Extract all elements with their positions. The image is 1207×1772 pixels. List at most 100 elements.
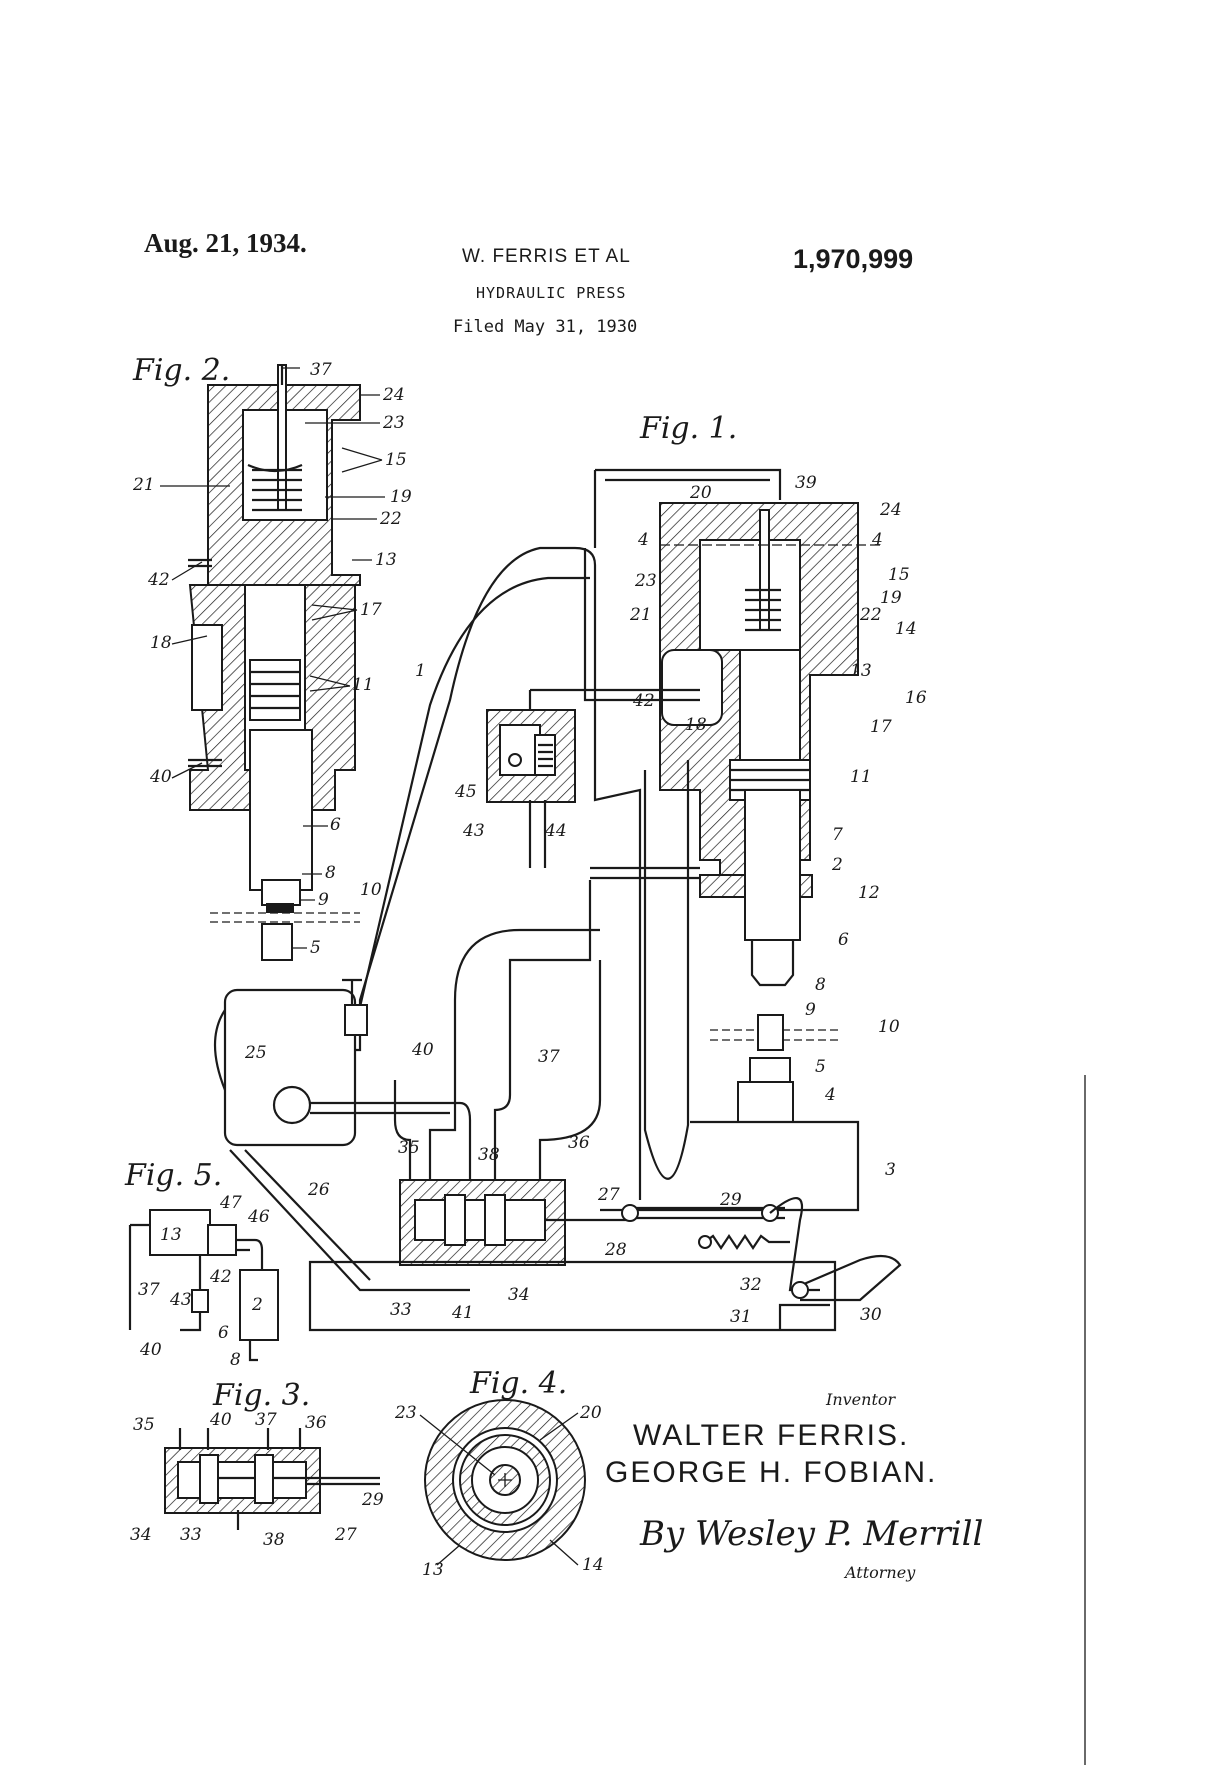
fig1-ref-6: 6 (838, 930, 849, 950)
fig2-ref-13: 13 (375, 550, 397, 570)
fig1-pipe-37 (493, 880, 592, 1180)
fig4-reference-numbers: 23 20 13 14 (394, 1403, 604, 1580)
fig4-ref-23: 23 (394, 1403, 417, 1423)
fig3-ref-40: 40 (209, 1410, 232, 1430)
fig1-column (643, 760, 690, 1180)
fig3-reference-numbers: 35 40 37 36 29 34 33 38 27 (130, 1410, 384, 1550)
fig1-ref-17: 17 (870, 717, 892, 737)
fig1-ref-24: 24 (879, 500, 902, 520)
fig1-pedal-30 (789, 1254, 902, 1302)
inventors-short: W. FERRIS ET AL (462, 246, 631, 267)
fig1-ref-44: 44 (544, 821, 567, 841)
fig2-ref-17: 17 (360, 600, 382, 620)
fig1-pipe-40 (393, 928, 600, 1180)
fig1-ref-4-section-right: 4 (871, 530, 883, 550)
fig1-ref-1: 1 (415, 661, 426, 681)
fig2-ref-24: 24 (382, 385, 405, 405)
fig1-valve-stem (759, 509, 770, 631)
fig1-ref-12: 12 (858, 883, 880, 903)
fig3-ref-37: 37 (255, 1410, 277, 1430)
fig1-ref-20: 20 (689, 483, 712, 503)
fig2-ref-40: 40 (149, 767, 172, 787)
fig2-reference-numbers: 37 24 23 15 21 19 22 42 13 17 18 11 40 6… (132, 360, 412, 958)
fig2-label: Fig. 2. (132, 353, 230, 388)
fig5-ref-40: 40 (139, 1340, 162, 1360)
fig2-ref-19: 19 (390, 487, 412, 507)
fig1-ref-40: 40 (411, 1040, 434, 1060)
fig1-ref-26: 26 (307, 1180, 330, 1200)
fig1-ref-13: 13 (850, 661, 872, 681)
fig3-ref-38: 38 (263, 1530, 285, 1550)
fig5-ref-42: 42 (209, 1267, 232, 1287)
fig1-ref-9: 9 (805, 1000, 816, 1020)
fig1-pipe-39 (595, 468, 782, 500)
fig5-ref-13: 13 (160, 1225, 182, 1245)
fig5-reference-numbers: 13 47 46 42 2 37 43 6 40 8 (138, 1193, 270, 1370)
fig5-valve-43 (191, 1289, 209, 1313)
fig1-ref-7: 7 (832, 825, 843, 845)
fig1-ref-14: 14 (895, 619, 917, 639)
fig3-ref-27: 27 (334, 1525, 357, 1545)
inventor-label: Inventor (825, 1390, 897, 1409)
fig1-pipe-36 (538, 960, 602, 1180)
fig2-stem (277, 364, 287, 511)
fig1-ref-4-section-left: 4 (637, 530, 649, 550)
fig1-ref-37: 37 (538, 1047, 560, 1067)
fig2-ref-23: 23 (382, 413, 405, 433)
fig1-ref-29: 29 (719, 1190, 742, 1210)
fig5-block-13 (149, 1209, 211, 1256)
fig2-ref-6: 6 (330, 815, 341, 835)
fig2-ref-9: 9 (318, 890, 329, 910)
fig1-ref-4: 4 (824, 1085, 836, 1105)
fig5-pipe-37 (128, 1223, 150, 1330)
fig1-ram (744, 789, 801, 941)
fig1-ref-43: 43 (462, 821, 485, 841)
fig5-ref-37: 37 (138, 1280, 160, 1300)
fig2-ref-37: 37 (310, 360, 332, 380)
fig2-ref-21: 21 (132, 475, 155, 495)
fig1-ref-21: 21 (629, 605, 652, 625)
fig1-ref-3: 3 (885, 1160, 896, 1180)
fig4-ref-13: 13 (422, 1560, 444, 1580)
figure-2: Fig. 2. 37 24 23 15 21 19 22 (132, 353, 412, 961)
fig2-ref-18: 18 (150, 633, 172, 653)
fig1-ref-27: 27 (597, 1185, 620, 1205)
patent-number: 1,970,999 (793, 244, 914, 274)
fig1-ref-10: 10 (878, 1017, 900, 1037)
fig3-ref-35: 35 (133, 1415, 155, 1435)
fig2-ref-11: 11 (352, 675, 374, 695)
fig5-ref-43: 43 (169, 1290, 192, 1310)
fig1-ref-34: 34 (508, 1285, 530, 1305)
patent-date: Aug. 21, 1934. (144, 228, 307, 258)
attorney-signature: By Wesley P. Merrill (639, 1514, 983, 1554)
figure-1: Fig. 1. (213, 411, 927, 1332)
fig3-ref-29: 29 (361, 1490, 384, 1510)
fig2-ref-8: 8 (325, 863, 336, 883)
fig4-ref-20: 20 (579, 1403, 602, 1423)
fig1-base-table (600, 1120, 860, 1212)
fig2-piston (249, 659, 301, 721)
fig1-frame-outline (322, 546, 597, 1052)
fig5-ref-46: 46 (247, 1207, 270, 1227)
fig5-ref-47: 47 (219, 1193, 242, 1213)
fig3-ref-33: 33 (180, 1525, 202, 1545)
fig1-spring-32 (704, 1234, 790, 1250)
fig2-ref-10: 10 (360, 880, 382, 900)
fig1-ref-18: 18 (685, 715, 707, 735)
fig2-ref-5: 5 (310, 938, 321, 958)
fig1-ref-35: 35 (398, 1138, 420, 1158)
fig1-lever (769, 1197, 820, 1292)
fig1-ref-8: 8 (815, 975, 826, 995)
fig1-ref-36: 36 (568, 1133, 590, 1153)
figure-5: Fig. 5. 13 47 46 42 2 37 43 6 40 8 (124, 1158, 279, 1370)
fig1-ref-15: 15 (888, 565, 910, 585)
fig1-label: Fig. 1. (639, 411, 737, 446)
fig4-ref-14: 14 (582, 1555, 604, 1575)
fig3-label: Fig. 3. (212, 1378, 310, 1413)
fig3-ref-34: 34 (130, 1525, 152, 1545)
figure-4: Fig. 4. 23 20 13 14 (394, 1366, 604, 1580)
fig1-ref-33: 33 (390, 1300, 412, 1320)
fig1-motor-25 (223, 988, 357, 1147)
fig1-ref-31: 31 (730, 1307, 752, 1327)
fig1-ref-25: 25 (244, 1043, 267, 1063)
